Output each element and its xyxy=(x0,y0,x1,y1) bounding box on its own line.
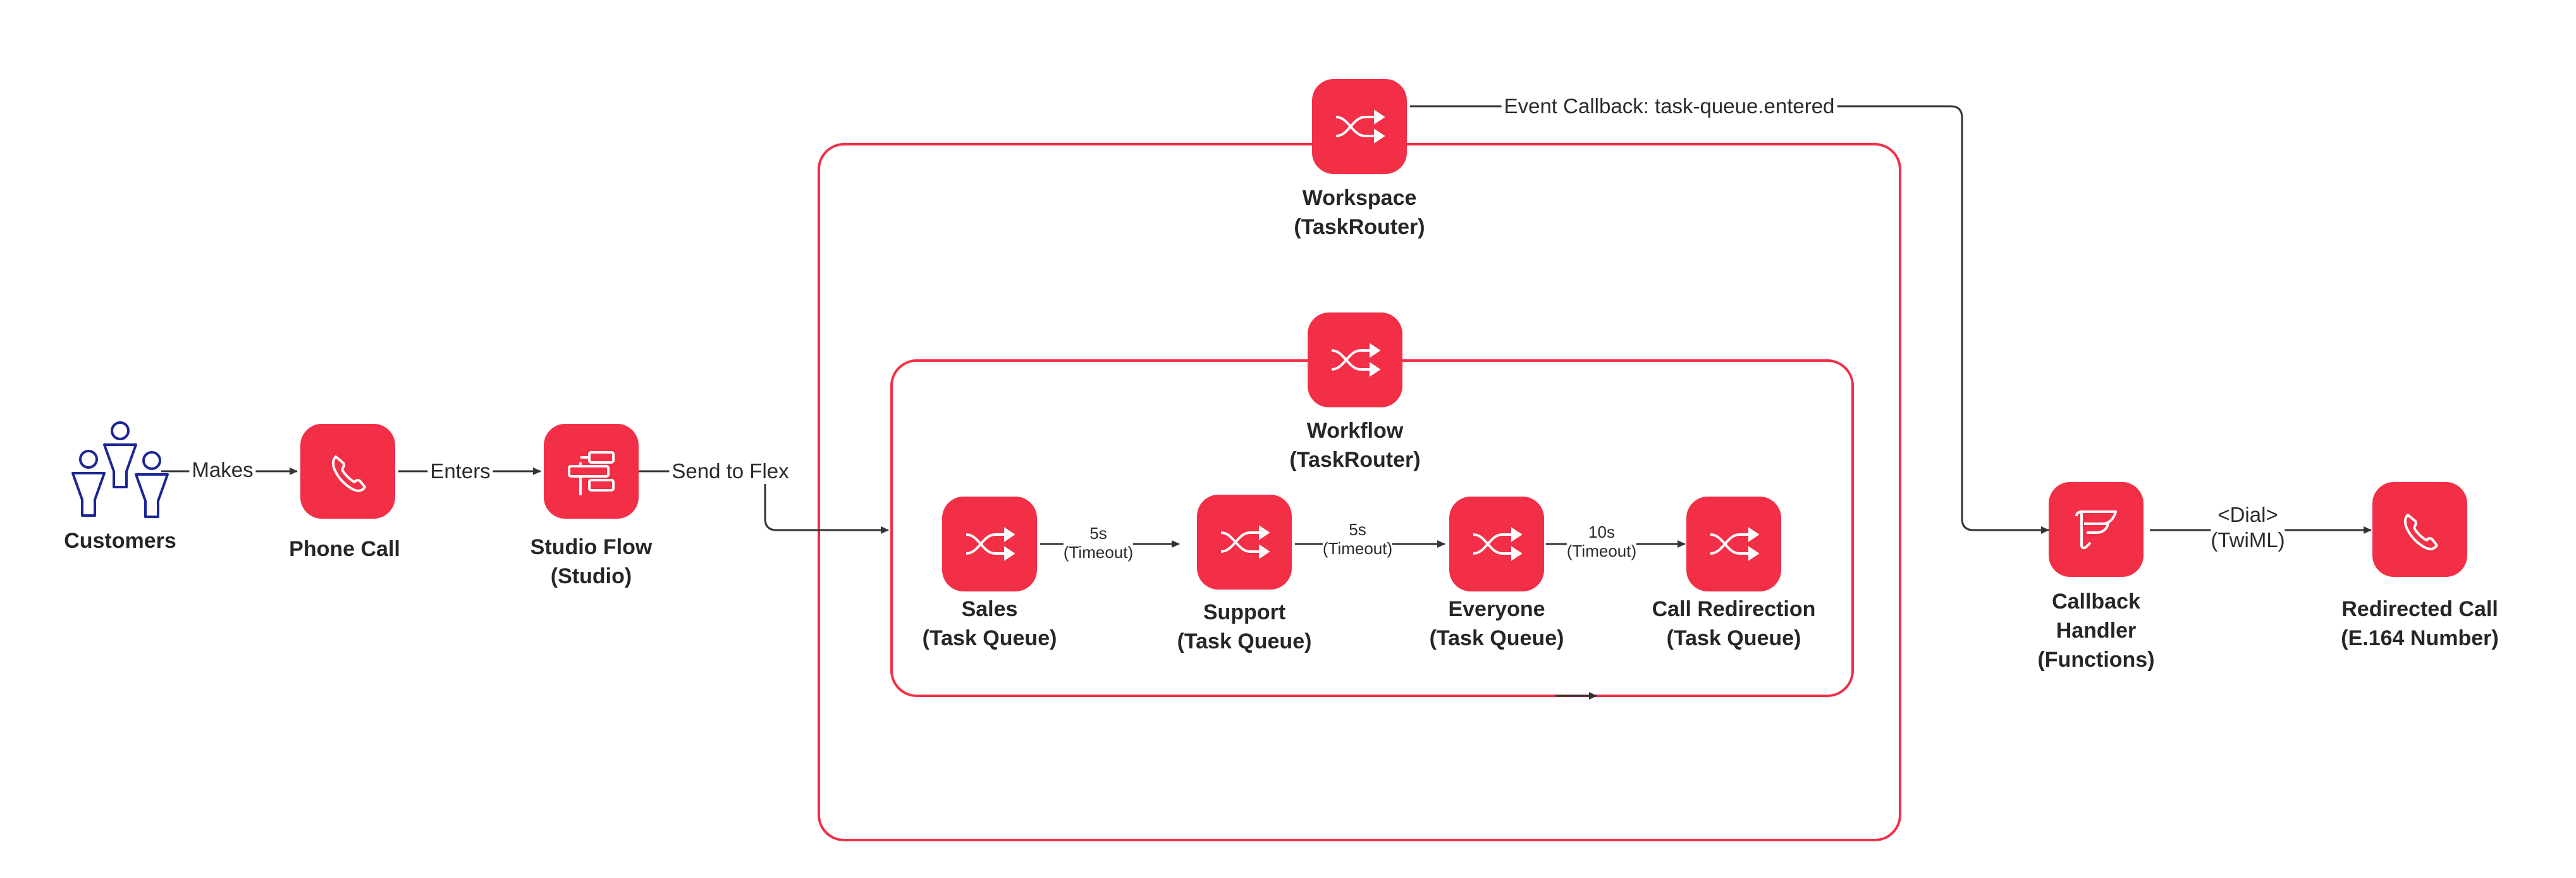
timeout-2-time: 5s xyxy=(1349,520,1366,539)
sales-label: Sales (Task Queue) xyxy=(923,595,1057,653)
customers-label: Customers xyxy=(64,526,176,555)
everyone-label: Everyone (Task Queue) xyxy=(1430,595,1564,653)
timeout-3-time: 10s xyxy=(1588,522,1615,541)
everyone-label-line: Everyone xyxy=(1448,597,1545,621)
customers-label-line: Customers xyxy=(64,529,176,553)
timeout-label-2: 5s (Timeout) xyxy=(1322,520,1393,558)
studio-flow-node[interactable] xyxy=(544,424,639,519)
taskrouter-icon xyxy=(1220,525,1270,559)
edge-label-send-to-flex: Send to Flex xyxy=(669,459,792,484)
people-icon xyxy=(71,421,169,518)
support-sublabel: (Task Queue) xyxy=(1177,629,1312,653)
workspace-node[interactable] xyxy=(1312,79,1407,174)
everyone-node[interactable] xyxy=(1449,497,1544,591)
studio-flow-sublabel: (Studio) xyxy=(550,564,632,588)
call-redirection-label-line: Call Redirection xyxy=(1652,597,1816,621)
phone-call-node[interactable] xyxy=(300,424,395,519)
dial-label: <Dial> (TwiML) xyxy=(2211,502,2285,553)
taskrouter-icon xyxy=(1473,527,1523,561)
workflow-node[interactable] xyxy=(1308,312,1402,407)
callback-handler-label: Callback Handler (Functions) xyxy=(2037,587,2154,674)
phone-call-label: Phone Call xyxy=(289,535,400,564)
sales-sublabel: (Task Queue) xyxy=(922,626,1057,650)
callback-handler-node[interactable] xyxy=(2049,482,2144,577)
taskrouter-icon xyxy=(1710,527,1760,561)
dial-line1: <Dial> xyxy=(2217,503,2278,526)
workflow-label-line: Workflow xyxy=(1306,419,1404,443)
phone-icon xyxy=(331,455,366,492)
taskrouter-icon xyxy=(1331,343,1381,377)
workspace-container xyxy=(818,143,1901,841)
edge-send-to-flex xyxy=(639,470,889,534)
dial-line2: (TwiML) xyxy=(2211,528,2285,552)
support-node[interactable] xyxy=(1197,495,1292,590)
taskrouter-icon xyxy=(966,527,1015,561)
timeout-1-note: (Timeout) xyxy=(1063,543,1134,562)
redirected-call-node[interactable] xyxy=(2372,482,2467,577)
callback-handler-label-line1: Callback xyxy=(2052,590,2140,614)
redirected-call-sublabel: (E.164 Number) xyxy=(2341,626,2499,650)
callback-handler-sublabel: (Functions) xyxy=(2037,648,2155,672)
call-redirection-sublabel: (Task Queue) xyxy=(1666,626,1801,650)
edge-event-callback xyxy=(1410,105,2049,534)
timeout-1-time: 5s xyxy=(1089,524,1107,543)
call-redirection-label: Call Redirection (Task Queue) xyxy=(1652,595,1816,653)
callback-handler-label-line2: Handler xyxy=(2056,619,2137,643)
phone-call-label-line: Phone Call xyxy=(289,537,400,561)
edge-label-event-callback: Event Callback: task-queue.entered xyxy=(1501,94,1837,119)
timeout-label-3: 10s (Timeout) xyxy=(1566,522,1637,560)
taskrouter-icon xyxy=(1335,109,1385,144)
timeout-2-note: (Timeout) xyxy=(1322,539,1393,558)
studio-flow-icon xyxy=(568,451,615,495)
everyone-sublabel: (Task Queue) xyxy=(1429,626,1564,650)
sales-label-line: Sales xyxy=(961,597,1018,621)
workflow-sublabel: (TaskRouter) xyxy=(1289,448,1421,472)
redirected-call-label: Redirected Call (E.164 Number) xyxy=(2341,595,2498,653)
workspace-label-line: Workspace xyxy=(1302,186,1417,210)
functions-icon xyxy=(2075,510,2117,550)
timeout-label-1: 5s (Timeout) xyxy=(1063,524,1134,562)
studio-flow-label-line: Studio Flow xyxy=(530,535,653,559)
sales-node[interactable] xyxy=(942,497,1037,591)
phone-icon xyxy=(2403,514,2438,550)
redirected-call-label-line: Redirected Call xyxy=(2341,597,2498,621)
workspace-label: Workspace (TaskRouter) xyxy=(1294,183,1425,242)
support-label: Support (Task Queue) xyxy=(1177,598,1312,656)
workflow-label: Workflow (TaskRouter) xyxy=(1289,416,1420,474)
edge-label-makes: Makes xyxy=(189,457,256,483)
workspace-sublabel: (TaskRouter) xyxy=(1294,215,1425,239)
support-label-line: Support xyxy=(1203,600,1286,624)
timeout-3-note: (Timeout) xyxy=(1566,541,1637,560)
call-redirection-node[interactable] xyxy=(1686,497,1781,591)
edge-label-enters: Enters xyxy=(427,459,493,484)
studio-flow-label: Studio Flow (Studio) xyxy=(531,533,653,591)
